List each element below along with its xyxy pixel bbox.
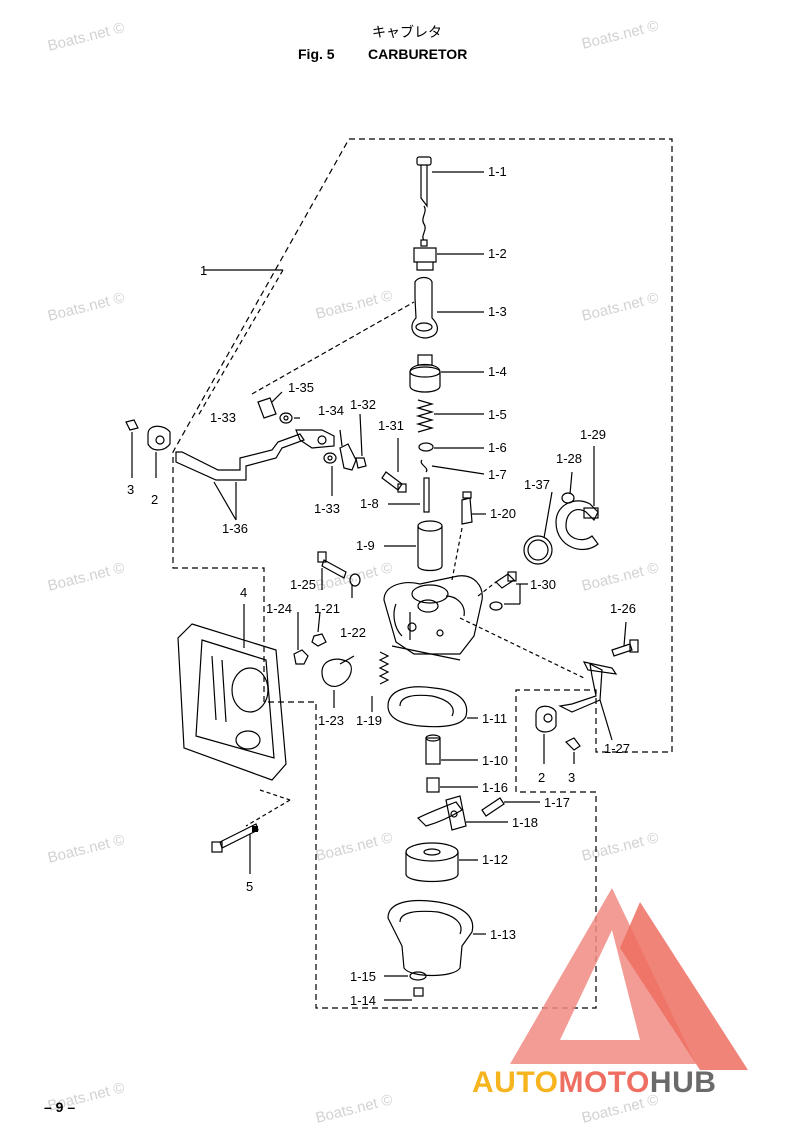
callout-1-6: 1-6 [488,440,507,455]
callout-1-19: 1-19 [356,713,383,728]
callout-1-2: 1-2 [488,246,507,261]
callout-1-33-upper: 1-33 [210,410,237,425]
callout-1-15: 1-15 [350,969,377,984]
callout-1-35: 1-35 [288,380,315,395]
callout-1-21: 1-21 [314,601,341,616]
callout-1-28: 1-28 [556,451,583,466]
callout-1-9: 1-9 [356,538,375,553]
callout-1-12: 1-12 [482,852,509,867]
callout-1-34: 1-34 [318,403,345,418]
callout-1-29: 1-29 [580,427,607,442]
callout-1-22: 1-22 [340,625,367,640]
callout-1-5: 1-5 [488,407,507,422]
callout-1-30: 1-30 [530,577,557,592]
callout-1-7: 1-7 [488,467,507,482]
callout-5: 5 [246,879,254,894]
title-japanese: キャブレタ [372,25,442,41]
callout-1-32: 1-32 [350,397,377,412]
callout-2-right: 2 [538,770,546,785]
callout-1: 1 [200,263,208,278]
callout-1-36: 1-36 [222,521,249,536]
callout-1-25: 1-25 [290,577,317,592]
brand-logo-text: AUTOMOTOHUB [472,1066,717,1099]
callout-3-right: 3 [568,770,576,785]
callout-2-left: 2 [151,492,159,507]
figure-number: Fig. 5 [298,46,335,62]
callout-1-27: 1-27 [604,741,631,756]
page-number: – 9 – [44,1099,76,1115]
callout-1-4: 1-4 [488,364,507,379]
callout-1-33-lower: 1-33 [314,501,341,516]
callout-1-37: 1-37 [524,477,551,492]
callout-1-17: 1-17 [544,795,571,810]
callout-1-26: 1-26 [610,601,637,616]
callout-1-24: 1-24 [266,601,293,616]
callout-1-16: 1-16 [482,780,509,795]
callout-1-1: 1-1 [488,164,507,179]
callout-4: 4 [240,585,248,600]
callout-1-3: 1-3 [488,304,507,319]
figure-title: CARBURETOR [368,46,468,62]
callout-1-31: 1-31 [378,418,405,433]
callout-1-13: 1-13 [490,927,517,942]
callout-1-23: 1-23 [318,713,345,728]
callout-1-14: 1-14 [350,993,377,1008]
callout-1-18: 1-18 [512,815,539,830]
callout-3-left: 3 [127,482,135,497]
callout-1-8: 1-8 [360,496,379,511]
callout-1-11: 1-11 [482,711,508,726]
callout-1-20: 1-20 [490,506,517,521]
callout-1-10: 1-10 [482,753,509,768]
